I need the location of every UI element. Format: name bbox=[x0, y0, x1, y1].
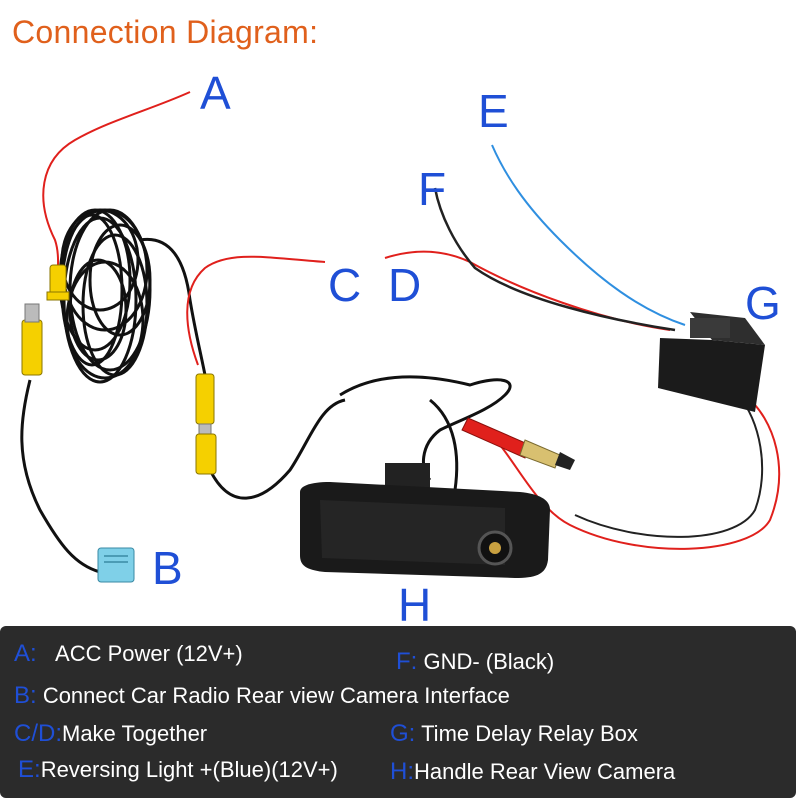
cable-camera-loop bbox=[339, 375, 512, 482]
rca-connector-icon bbox=[21, 264, 70, 376]
legend-item-cd: C/D:Make Together bbox=[14, 722, 207, 746]
legend-text-a: ACC Power (12V+) bbox=[55, 641, 243, 666]
legend-key-h: H: bbox=[390, 758, 414, 785]
handle-camera-icon bbox=[300, 463, 550, 578]
legend-text-cd: Make Together bbox=[62, 721, 208, 746]
callout-f: F bbox=[418, 163, 447, 215]
cable-camera-right bbox=[429, 398, 459, 491]
callout-b: B bbox=[152, 542, 183, 594]
legend-text-h: Handle Rear View Camera bbox=[414, 759, 676, 784]
legend-item-f: F: GND- (Black) bbox=[396, 650, 554, 674]
callout-a: A bbox=[200, 67, 231, 119]
wire-e-reverse bbox=[491, 144, 686, 326]
legend-key-b: B: bbox=[14, 682, 37, 709]
wire-f-gnd bbox=[433, 187, 676, 332]
legend-item-b: B: Connect Car Radio Rear view Camera In… bbox=[14, 684, 510, 708]
legend-key-f: F: bbox=[396, 648, 418, 675]
wire-a-acc-power bbox=[42, 91, 191, 286]
legend-text-f: GND- (Black) bbox=[423, 649, 555, 674]
legend-item-a: A: ACC Power (12V+) bbox=[14, 642, 243, 666]
callout-g: G bbox=[745, 277, 781, 329]
callout-d: D bbox=[388, 259, 422, 311]
callout-h: H bbox=[398, 579, 432, 631]
legend-key-a: A: bbox=[14, 640, 37, 667]
radio-interface-plug-icon bbox=[97, 547, 135, 583]
legend-key-g: G: bbox=[390, 720, 416, 747]
legend-key-e: E: bbox=[18, 756, 41, 783]
legend-text-e: Reversing Light +(Blue)(12V+) bbox=[40, 757, 338, 782]
cable-to-rca-right bbox=[139, 237, 207, 376]
coiled-cable bbox=[58, 208, 152, 384]
legend-text-g: Time Delay Relay Box bbox=[421, 721, 638, 746]
relay-box-icon bbox=[658, 312, 765, 412]
wire-c-d bbox=[186, 250, 671, 366]
legend-item-h: H:Handle Rear View Camera bbox=[390, 760, 675, 784]
cable-to-radio-plug bbox=[20, 379, 101, 574]
red-rca-connector bbox=[461, 417, 575, 470]
wiring-diagram bbox=[20, 91, 781, 583]
rca-connector-icon bbox=[195, 373, 217, 475]
wire-relay-to-camera-black bbox=[574, 394, 764, 538]
cable-rca-to-camera bbox=[208, 398, 346, 500]
legend-panel: A: ACC Power (12V+) F: GND- (Black) B: C… bbox=[0, 626, 796, 798]
legend-text-b: Connect Car Radio Rear view Camera Inter… bbox=[42, 683, 510, 708]
callout-c: C bbox=[328, 259, 362, 311]
page-title: Connection Diagram: bbox=[12, 14, 319, 50]
callout-e: E bbox=[478, 85, 509, 137]
legend-key-cd: C/D: bbox=[14, 720, 62, 747]
legend-item-g: G: Time Delay Relay Box bbox=[390, 722, 638, 746]
legend-item-e: E:Reversing Light +(Blue)(12V+) bbox=[18, 758, 338, 782]
